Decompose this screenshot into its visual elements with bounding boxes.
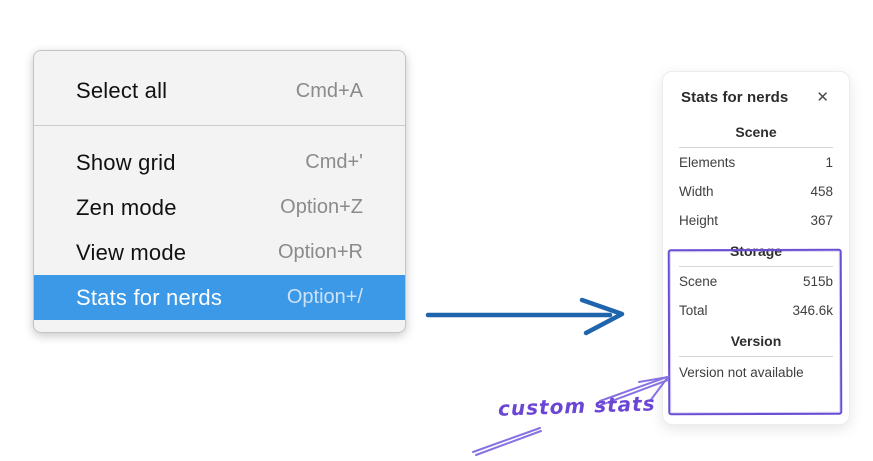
menu-item-shortcut: Option+R <box>277 241 363 263</box>
menu-item-label: Stats for nerds <box>76 284 223 310</box>
stat-value: 367 <box>810 213 833 228</box>
stat-value: 458 <box>810 184 833 199</box>
version-note: Version not available <box>679 365 804 380</box>
annotation-arrow-icon <box>472 375 671 456</box>
context-menu: Select all Cmd+A Show grid Cmd+' Zen mod… <box>33 50 406 333</box>
close-icon[interactable]: ✕ <box>816 89 829 106</box>
menu-item-label: View mode <box>76 239 187 265</box>
menu-item-stats-for-nerds[interactable]: Stats for nerds Option+/ <box>34 275 405 320</box>
section-divider <box>679 266 833 267</box>
stats-panel: Stats for nerds ✕ Scene Elements 1 Width… <box>662 71 850 425</box>
stats-panel-title: Stats for nerds <box>681 89 789 106</box>
stat-row-width: Width 458 <box>663 177 849 206</box>
section-divider <box>679 356 833 357</box>
menu-item-label: Show grid <box>76 149 176 175</box>
stat-label: Elements <box>679 155 736 170</box>
menu-item-shortcut: Option+Z <box>280 196 363 218</box>
stat-label: Height <box>679 213 719 228</box>
menu-item-shortcut: Option+/ <box>286 286 363 308</box>
menu-item-view-mode[interactable]: View mode Option+R <box>34 230 405 275</box>
stat-row-total-storage: Total 346.6k <box>663 296 849 325</box>
menu-item-label: Zen mode <box>76 194 177 220</box>
menu-item-shortcut: Cmd+A <box>295 79 363 102</box>
flow-arrow-icon <box>425 297 625 336</box>
stat-value: 515b <box>802 274 833 289</box>
stats-panel-header: Stats for nerds ✕ <box>663 72 849 107</box>
menu-divider <box>34 125 405 126</box>
menu-item-label: Select all <box>76 78 168 103</box>
stat-row-elements: Elements 1 <box>663 148 849 177</box>
stat-label: Scene <box>679 274 718 289</box>
section-heading-storage: Storage <box>729 243 783 259</box>
stat-value: 1 <box>825 155 833 170</box>
stat-row-height: Height 367 <box>663 206 849 235</box>
section-divider <box>679 147 833 148</box>
stat-row-scene-storage: Scene 515b <box>663 267 849 296</box>
menu-item-select-all[interactable]: Select all Cmd+A <box>34 57 405 125</box>
menu-item-show-grid[interactable]: Show grid Cmd+' <box>34 140 405 185</box>
menu-item-shortcut: Cmd+' <box>305 151 363 173</box>
menu-item-zen-mode[interactable]: Zen mode Option+Z <box>34 185 405 230</box>
stat-label: Total <box>679 303 708 318</box>
section-heading-version: Version <box>730 333 782 349</box>
stat-value: 346.6k <box>792 303 833 318</box>
stat-label: Width <box>679 184 714 199</box>
section-heading-scene: Scene <box>735 124 777 140</box>
